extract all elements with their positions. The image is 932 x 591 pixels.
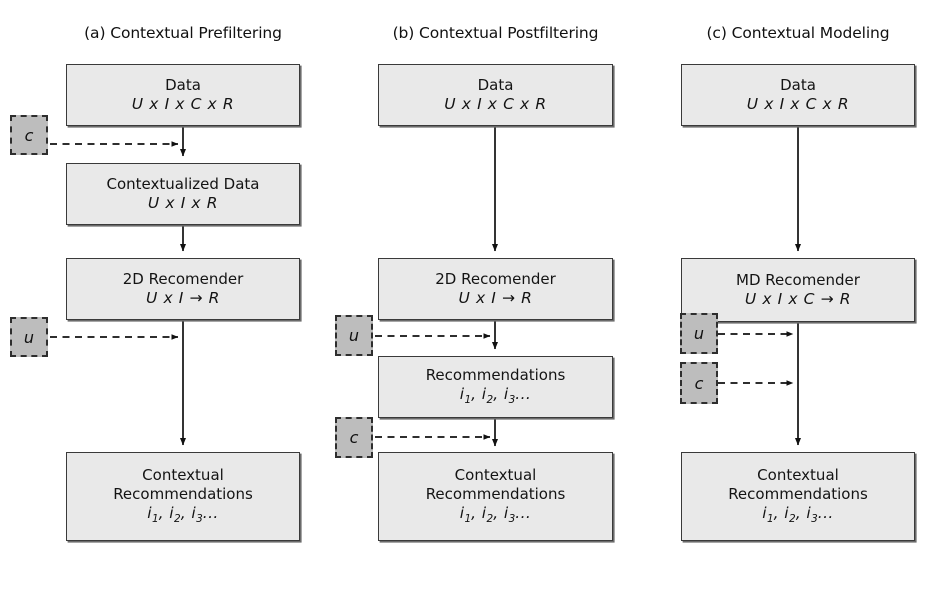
- node-label: Data: [780, 75, 816, 94]
- node-label: Data: [165, 75, 201, 94]
- node-label: Data: [477, 75, 514, 94]
- node-formula: U x I → R: [146, 288, 220, 307]
- context-label: u: [348, 326, 360, 345]
- panel-a-context-input-u[interactable]: u: [10, 317, 48, 357]
- node-items: i1, i2, i3...: [459, 504, 532, 526]
- context-label: u: [693, 324, 705, 343]
- panel-a-node-data: Data U x I x C x R: [66, 64, 300, 126]
- node-formula: U x I x R: [147, 193, 219, 212]
- panel-a-node-contextualized-data: Contextualized Data U x I x R: [66, 163, 300, 225]
- panel-c-node-contextual-recommendations: Contextual Recommendations i1, i2, i3...: [681, 452, 915, 541]
- panel-a-context-input-c[interactable]: c: [10, 115, 48, 155]
- panel-b-node-data: Data U x I x C x R: [378, 64, 613, 126]
- panel-c-context-input-u[interactable]: u: [680, 313, 718, 354]
- panel-c-node-md-recommender: MD Recomender U x I x C → R: [681, 258, 915, 322]
- context-label: c: [24, 125, 34, 145]
- node-items: i1, i2, i3...: [147, 504, 219, 526]
- node-label: 2D Recomender: [122, 269, 244, 288]
- context-label: u: [23, 327, 35, 347]
- node-label-line1: Contextual: [757, 466, 839, 485]
- panel-a-title: (a) Contextual Prefiltering: [84, 24, 282, 42]
- node-label-line2: Recommendations: [425, 485, 566, 504]
- node-label-line2: Recommendations: [113, 485, 253, 504]
- panel-b-title: (b) Contextual Postfiltering: [392, 24, 599, 42]
- node-formula: U x I x C x R: [131, 94, 235, 113]
- node-label-line2: Recommendations: [728, 485, 868, 504]
- node-items: i1, i2, i3...: [762, 504, 834, 526]
- node-items: i1, i2, i3...: [459, 385, 532, 407]
- panel-b-context-input-u[interactable]: u: [335, 315, 373, 356]
- panel-a-node-contextual-recommendations: Contextual Recommendations i1, i2, i3...: [66, 452, 300, 541]
- panel-b-node-contextual-recommendations: Contextual Recommendations i1, i2, i3...: [378, 452, 613, 541]
- panel-c-context-input-c[interactable]: c: [680, 362, 718, 404]
- node-formula: U x I x C x R: [444, 94, 547, 113]
- node-label-line1: Contextual: [454, 466, 537, 485]
- node-label: Recommendations: [425, 366, 566, 385]
- panel-c-title: (c) Contextual Modeling: [706, 24, 890, 42]
- node-label: 2D Recomender: [435, 269, 556, 288]
- context-label: c: [349, 428, 359, 447]
- node-formula: U x I x C → R: [744, 289, 852, 308]
- node-formula: U x I x C x R: [746, 94, 850, 113]
- panel-c-node-data: Data U x I x C x R: [681, 64, 915, 126]
- panel-a-node-2d-recommender: 2D Recomender U x I → R: [66, 258, 300, 320]
- node-label: MD Recomender: [736, 270, 860, 289]
- node-label-line1: Contextual: [142, 466, 224, 485]
- panel-b-context-input-c[interactable]: c: [335, 417, 373, 458]
- node-label: Contextualized Data: [106, 174, 260, 193]
- context-label: c: [694, 373, 704, 393]
- panel-b-node-2d-recommender: 2D Recomender U x I → R: [378, 258, 613, 320]
- node-formula: U x I → R: [458, 288, 533, 307]
- panel-b-node-recommendations: Recommendations i1, i2, i3...: [378, 356, 613, 418]
